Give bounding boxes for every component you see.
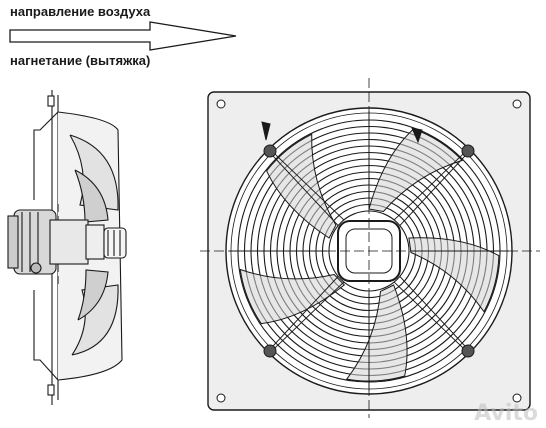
fan-blade (345, 284, 408, 382)
guard-bolt (263, 344, 277, 358)
fan-blade (408, 237, 500, 313)
mounting-hole (216, 99, 226, 109)
airflow-arrow (9, 21, 237, 51)
mounting-hole (512, 393, 522, 403)
fan-side-view (7, 90, 127, 405)
guard-spoke (393, 149, 468, 221)
guard-spoke (270, 149, 345, 221)
guard-spoke (268, 151, 339, 227)
mounting-hole (216, 393, 226, 403)
mode-label: нагнетание (вытяжка) (10, 53, 151, 68)
fan-front-view (200, 78, 540, 418)
guard-spoke (399, 275, 470, 351)
mounting-hole (512, 99, 522, 109)
guard-bolt (263, 144, 277, 158)
guard-spoke (268, 275, 339, 351)
avito-watermark: Avito (474, 401, 538, 426)
air-direction-label: направление воздуха (10, 4, 151, 19)
guard-bolt (461, 144, 475, 158)
guard-spoke (399, 151, 470, 227)
guard-spoke (393, 281, 468, 353)
fan-blade (239, 268, 346, 325)
fan-blade (368, 128, 464, 213)
guard-bolt (461, 344, 475, 358)
guard-spoke (270, 281, 345, 353)
